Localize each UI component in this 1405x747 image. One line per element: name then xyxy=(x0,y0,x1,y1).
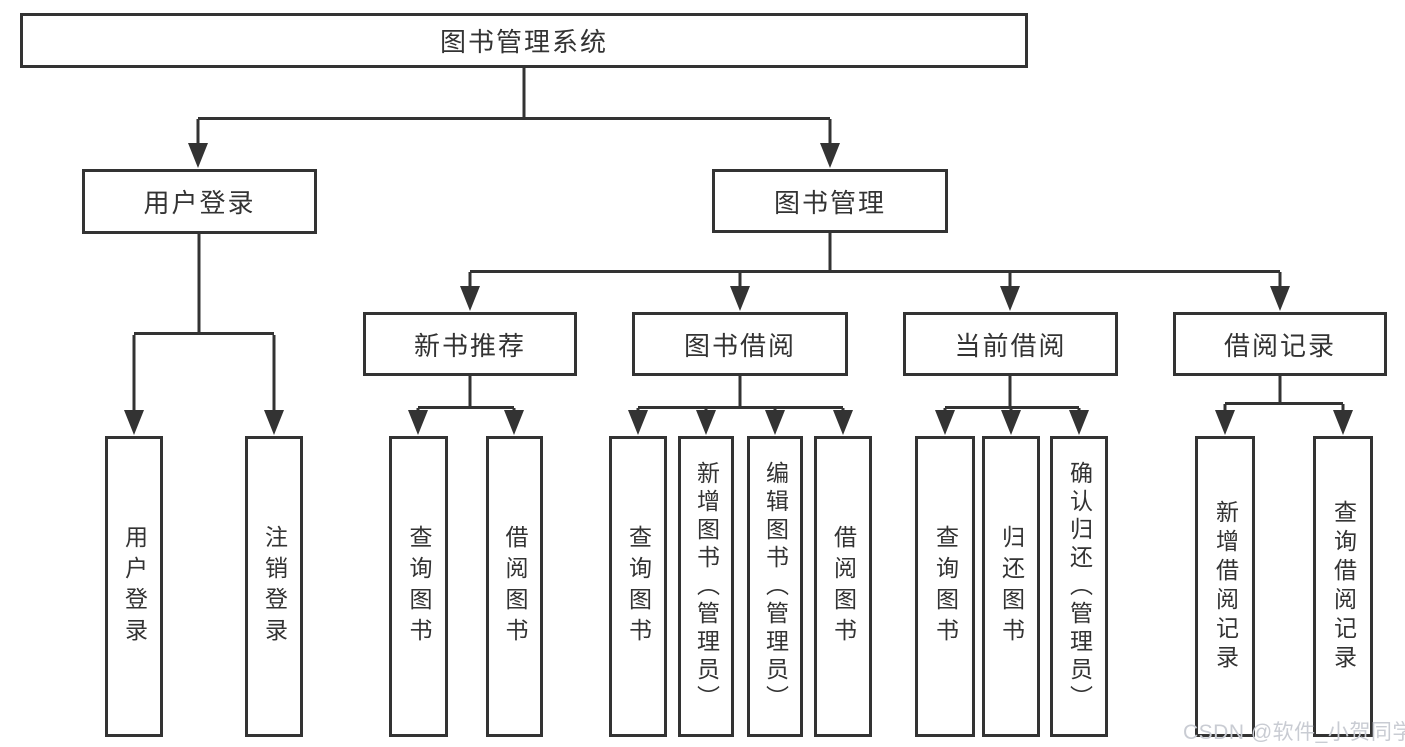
leaf-borrow-edit-book-admin: 编辑图书（管理员） xyxy=(747,436,803,737)
leaf-logout-login-label: 注销登录 xyxy=(261,524,288,649)
node-borrowing-records: 借阅记录 xyxy=(1173,312,1387,376)
node-library-management-system: 图书管理系统 xyxy=(20,13,1028,68)
leaf-records-add-record-label: 新增借阅记录 xyxy=(1212,499,1239,674)
leaf-user-login: 用户登录 xyxy=(105,436,163,737)
node-current-borrowing: 当前借阅 xyxy=(903,312,1118,376)
node-library-management-system-label: 图书管理系统 xyxy=(439,27,608,57)
leaf-current-return-books-label: 归还图书 xyxy=(998,524,1025,649)
leaf-current-confirm-return-admin-label: 确认归还（管理员） xyxy=(1066,460,1093,713)
node-user-login: 用户登录 xyxy=(82,169,317,234)
connector-root-to-level2 xyxy=(188,68,840,168)
leaf-recommend-borrow-books-label: 借阅图书 xyxy=(502,524,528,649)
leaf-user-login-label: 用户登录 xyxy=(121,524,148,649)
connector-book-management-to-level3 xyxy=(460,232,1290,311)
leaf-borrow-add-book-admin: 新增图书（管理员） xyxy=(678,436,734,737)
leaf-borrow-query-books-label: 查询图书 xyxy=(625,524,652,649)
connector-book-borrowing-to-leaves xyxy=(628,376,853,435)
leaf-borrow-borrow-books: 借阅图书 xyxy=(814,436,872,737)
node-book-borrowing: 图书借阅 xyxy=(632,312,848,376)
leaf-logout-login: 注销登录 xyxy=(245,436,303,737)
leaf-records-query-record-label: 查询借阅记录 xyxy=(1330,499,1357,674)
leaf-borrow-add-book-admin-label: 新增图书（管理员） xyxy=(693,460,720,713)
node-borrowing-records-label: 借阅记录 xyxy=(1223,330,1336,361)
node-book-management-label: 图书管理 xyxy=(773,187,886,218)
leaf-current-query-books-label: 查询图书 xyxy=(932,524,959,649)
leaf-borrow-edit-book-admin-label: 编辑图书（管理员） xyxy=(762,460,789,713)
csdn-watermark: CSDN @软件_小贺同学 xyxy=(1183,721,1405,744)
connector-user-login-to-leaves xyxy=(124,234,284,435)
leaf-current-confirm-return-admin: 确认归还（管理员） xyxy=(1050,436,1108,737)
connector-current-borrowing-to-leaves xyxy=(935,376,1089,435)
node-book-management: 图书管理 xyxy=(712,169,948,233)
leaf-recommend-query-books: 查询图书 xyxy=(389,436,448,737)
node-book-borrowing-label: 图书借阅 xyxy=(683,330,796,361)
leaf-borrow-borrow-books-label: 借阅图书 xyxy=(830,524,857,649)
leaf-current-query-books: 查询图书 xyxy=(915,436,975,737)
leaf-recommend-query-books-label: 查询图书 xyxy=(406,524,432,649)
connector-new-book-recommendation-to-leaves xyxy=(408,376,524,435)
node-new-book-recommendation-label: 新书推荐 xyxy=(413,330,526,361)
leaf-records-add-record: 新增借阅记录 xyxy=(1195,436,1255,737)
node-current-borrowing-label: 当前借阅 xyxy=(954,330,1067,361)
node-user-login-label: 用户登录 xyxy=(143,188,256,218)
leaf-recommend-borrow-books: 借阅图书 xyxy=(486,436,543,737)
connector-borrowing-records-to-leaves xyxy=(1215,376,1353,435)
leaf-current-return-books: 归还图书 xyxy=(982,436,1040,737)
node-new-book-recommendation: 新书推荐 xyxy=(363,312,577,376)
leaf-records-query-record: 查询借阅记录 xyxy=(1313,436,1373,737)
leaf-borrow-query-books: 查询图书 xyxy=(609,436,667,737)
